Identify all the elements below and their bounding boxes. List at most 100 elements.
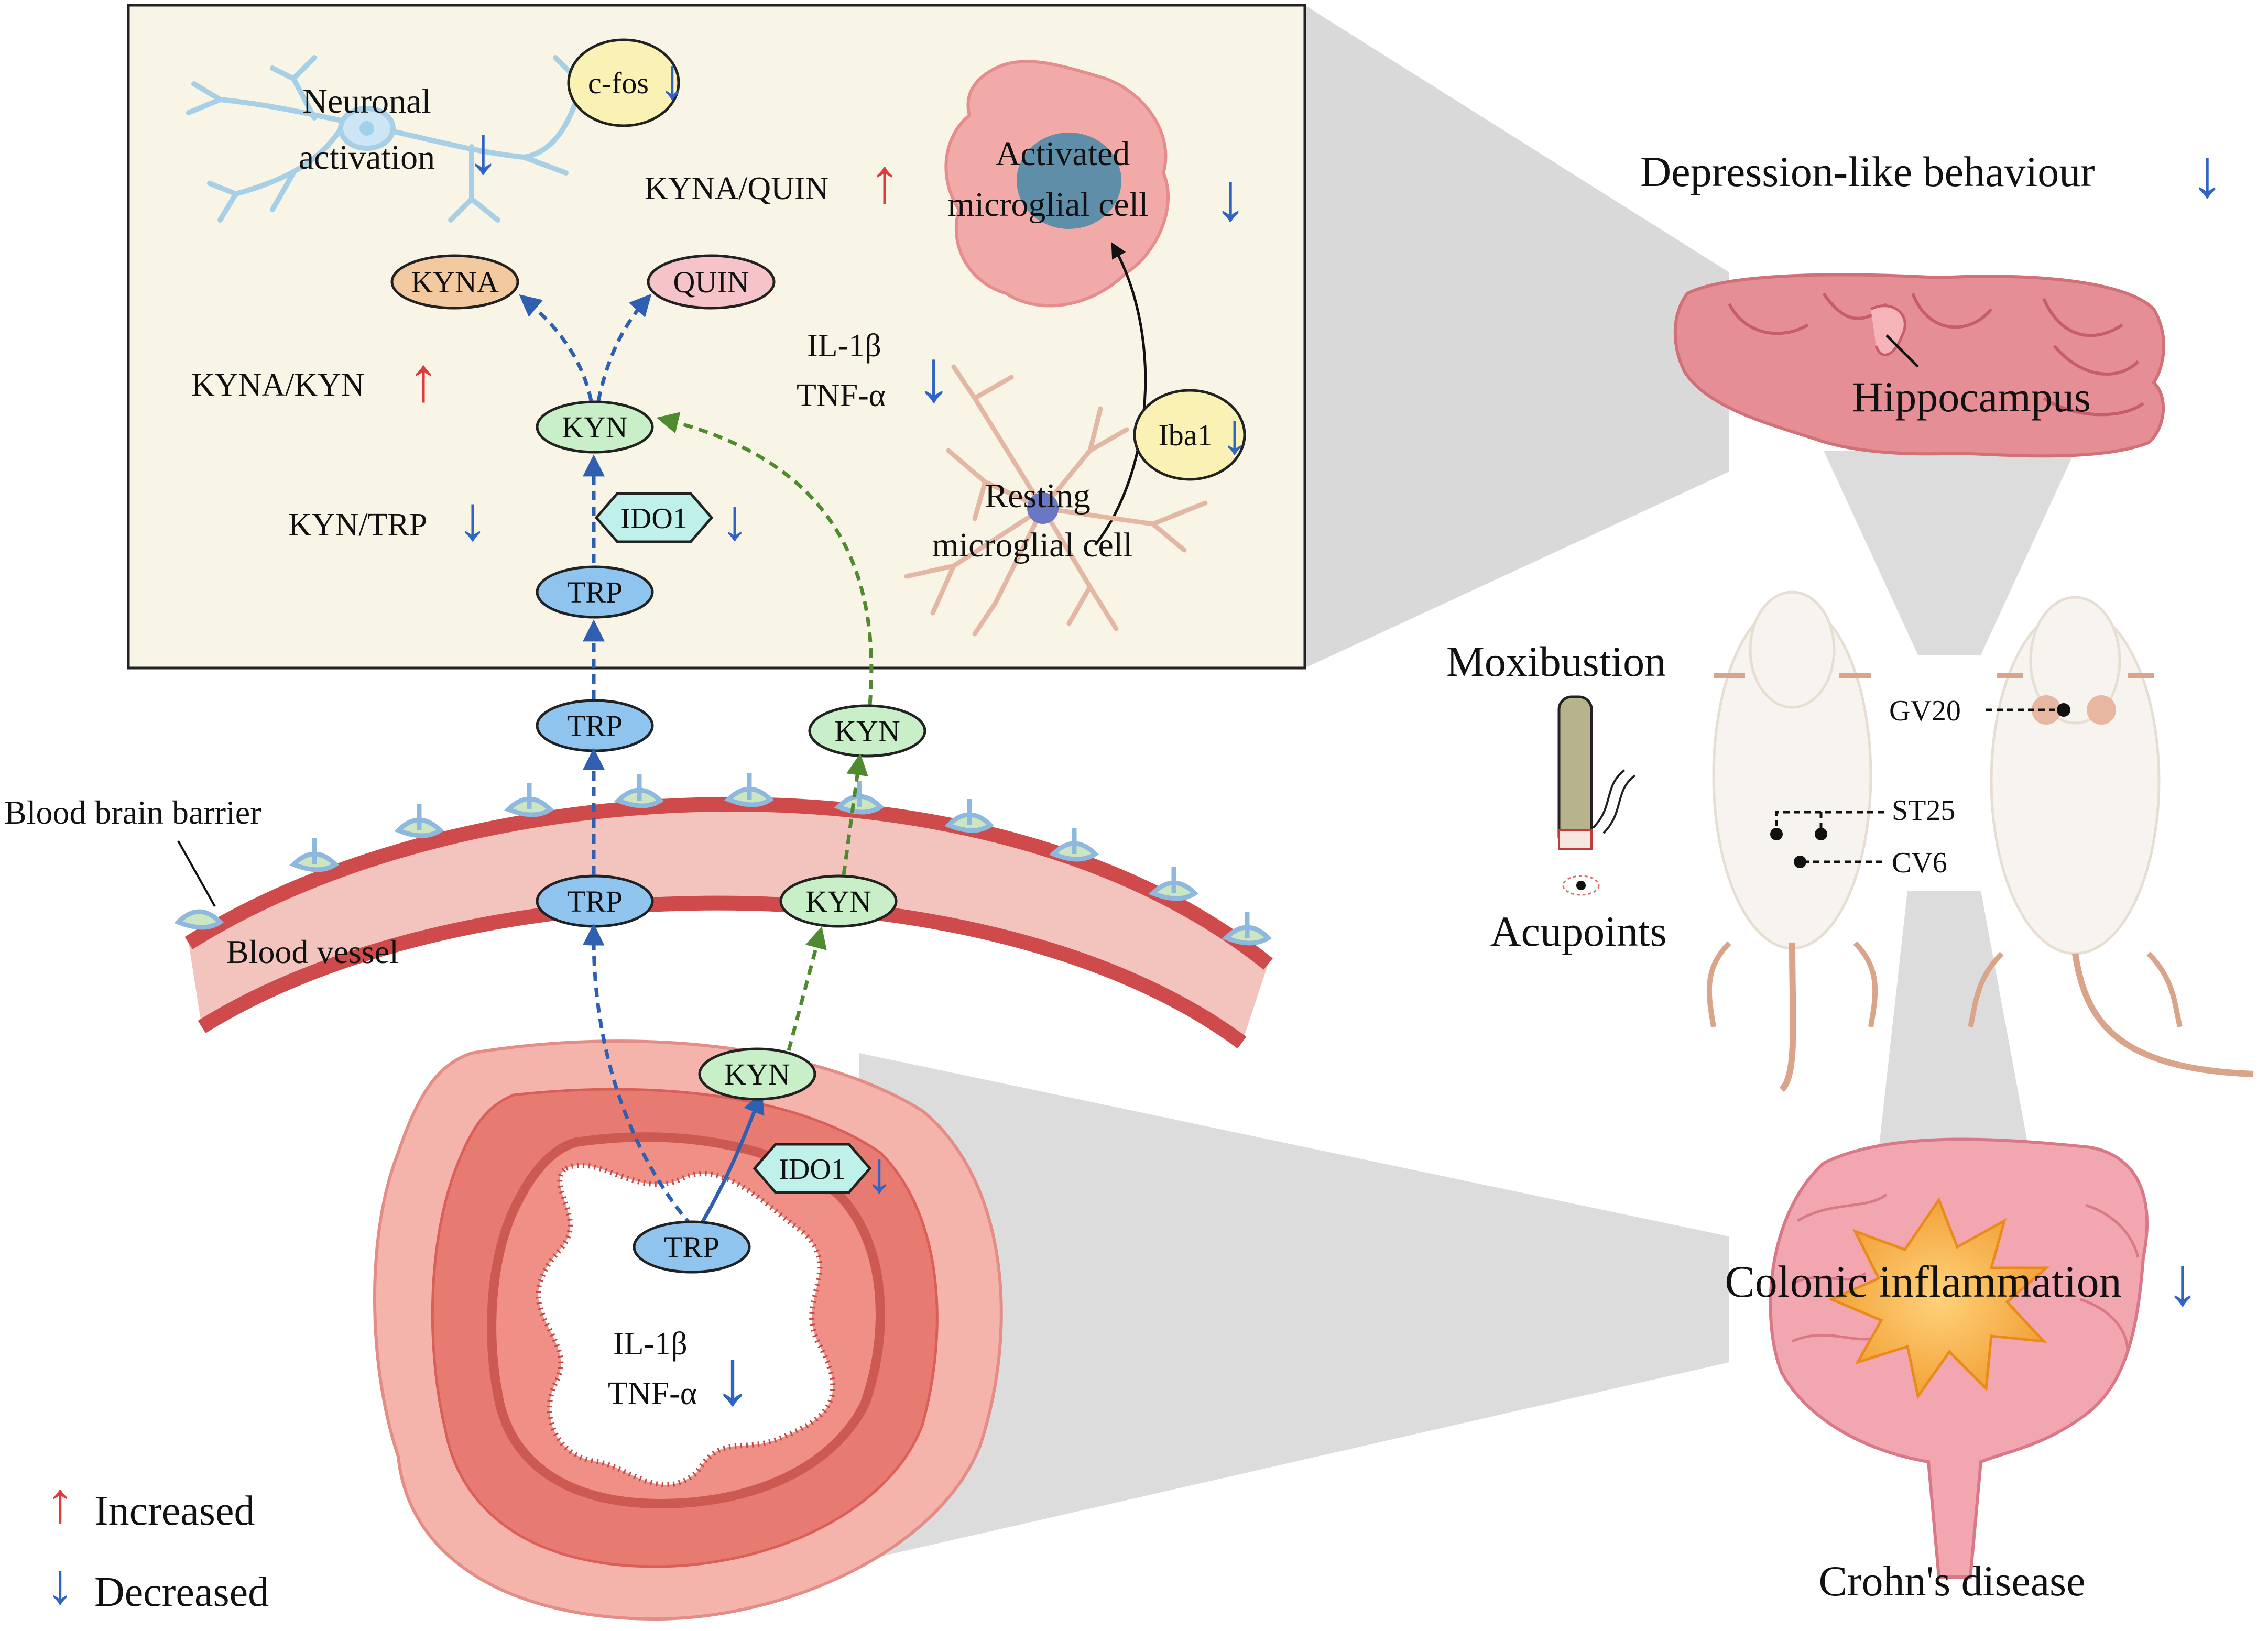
moxa-smoke xyxy=(1592,769,1636,834)
brain-kyn-node-label: KYN xyxy=(562,410,628,444)
projection-shadows xyxy=(859,5,2075,1561)
colon-kyn-node xyxy=(698,1047,816,1101)
brain-trp-node xyxy=(536,565,654,619)
resting-to-activated-arrow xyxy=(1094,242,1147,546)
gv20-label: GV20 xyxy=(1889,695,1961,727)
legend-increased-label: Increased xyxy=(94,1488,255,1534)
bbb-stalks xyxy=(312,773,1250,938)
brain-kyn-node xyxy=(536,400,654,454)
quin-node-label: QUIN xyxy=(673,265,749,299)
brain-to-mouse-shadow xyxy=(1824,451,2075,655)
moxibustion-label: Moxibustion xyxy=(1446,638,1666,685)
cv6-label: CV6 xyxy=(1892,847,1947,879)
brain-tnfa-label: TNF-α xyxy=(797,378,886,413)
blood-vessel-inner-line xyxy=(198,895,1247,1049)
colon-trp-node xyxy=(633,1220,751,1274)
acupoints-label: Acupoints xyxy=(1490,907,1666,955)
iba1-down-arrow: ↓ xyxy=(1220,402,1249,466)
kyna-quin-ratio-label: KYNA/QUIN xyxy=(645,171,828,206)
colon-trp-node-label: TRP xyxy=(664,1230,719,1264)
colon-organ-folds xyxy=(1791,1193,2140,1352)
neuron-illustration xyxy=(186,55,605,223)
colon-kyn-to-vessel-arrow xyxy=(787,926,827,1051)
colon-il1b-label: IL-1β xyxy=(613,1326,688,1362)
iba1-badge xyxy=(1133,389,1246,481)
colon-tnfa-label: TNF-α xyxy=(608,1376,697,1411)
blood-vessel-wall xyxy=(189,804,1268,1043)
colon-trp-to-vessel-arrow xyxy=(582,923,693,1228)
legend-decreased-label: Decreased xyxy=(94,1569,269,1615)
mice-illustration xyxy=(1706,590,2254,1092)
brain-folds xyxy=(1728,292,2144,417)
colon-trp-to-kyn-arrow xyxy=(695,1091,765,1232)
iba1-label: Iba1 xyxy=(1158,418,1212,452)
blood-vessel-outer-line xyxy=(184,797,1273,970)
brain-zoom-shadow xyxy=(1305,5,1729,668)
colon-kyn-node-label: KYN xyxy=(724,1057,790,1091)
kyn-to-quin-arrow xyxy=(596,293,652,401)
st25-dot-right xyxy=(1815,828,1827,840)
activated-microglia-label-1: Activated xyxy=(996,135,1130,173)
hippocampus-pointer-line xyxy=(1885,334,1919,368)
cv6-dot xyxy=(1794,856,1806,868)
cfos-badge xyxy=(567,38,680,127)
colon-lumen xyxy=(536,1162,836,1487)
colonic-inflammation-down-arrow: ↓ xyxy=(2166,1244,2200,1320)
trp-in-vessel-label: TRP xyxy=(567,884,623,918)
neuronal-activation-label-1: Neuronal xyxy=(302,82,431,121)
hippocampus-label: Hippocampus xyxy=(1852,373,2090,421)
brain-il1b-label: IL-1β xyxy=(807,328,881,364)
activated-microglia-label-2: microglial cell xyxy=(947,185,1148,224)
colon-ido1-label: IDO1 xyxy=(779,1153,846,1186)
kyn-above-barrier-label: KYN xyxy=(834,714,900,748)
brain-ido1-label: IDO1 xyxy=(620,502,688,535)
colon-zoom-shadow xyxy=(859,1053,1729,1561)
resting-microglia-label-2: microglial cell xyxy=(932,526,1132,564)
trp-above-barrier-label: TRP xyxy=(567,709,623,743)
mouse-right xyxy=(1968,596,2254,1077)
neuronal-activation-label-2: activation xyxy=(299,138,435,177)
colon-cytokine-down-arrow: ↓ xyxy=(713,1334,753,1421)
kyn-in-vessel-label: KYN xyxy=(805,884,871,918)
resting-microglia-label-1: Resting xyxy=(985,477,1091,515)
depression-down-arrow: ↓ xyxy=(2190,136,2225,212)
kyna-kyn-up-arrow: ↑ xyxy=(408,345,439,414)
cfos-label: c-fos xyxy=(588,66,649,100)
blood-vessel-label: Blood vessel xyxy=(226,933,399,970)
quin-node xyxy=(647,254,776,310)
crohns-label: Crohn's disease xyxy=(1819,1557,2086,1605)
kyna-kyn-ratio-label: KYNA/KYN xyxy=(191,367,365,403)
bbb-label: Blood brain barrier xyxy=(4,794,261,831)
st25-pointer xyxy=(1775,811,1884,833)
colon-ido1-down-arrow: ↓ xyxy=(865,1141,894,1205)
colon-ido1-hexagon xyxy=(753,1143,872,1194)
mouse-to-colon-shadow xyxy=(1876,891,2033,1174)
brain-cytokine-down-arrow: ↓ xyxy=(915,336,952,417)
colonic-inflammation-label: Colonic inflammation xyxy=(1725,1256,2121,1307)
neuronal-activation-down-arrow: ↓ xyxy=(466,113,500,188)
kyn-trp-ratio-label: KYN/TRP xyxy=(288,507,427,543)
kyna-quin-up-arrow: ↑ xyxy=(869,146,900,216)
resting-microglia-illustration xyxy=(904,364,1208,637)
depression-label: Depression-like behaviour xyxy=(1640,148,2095,195)
moxa-burning-tip xyxy=(1558,829,1593,850)
legend-increased-arrow: ↑ xyxy=(46,1471,75,1535)
kyn-to-kyna-arrow xyxy=(519,294,593,401)
legend-decreased-arrow: ↓ xyxy=(46,1552,75,1616)
moxa-stick xyxy=(1557,695,1593,850)
cfos-down-arrow: ↓ xyxy=(658,47,687,111)
activated-microglia-nucleus xyxy=(1017,133,1121,229)
brain-ido1-down-arrow: ↓ xyxy=(721,488,749,552)
st25-label: ST25 xyxy=(1892,794,1955,827)
kyn-into-brain-arrow xyxy=(656,412,874,705)
inflammation-burst xyxy=(1828,1197,2050,1400)
kyna-node xyxy=(390,254,519,310)
kyn-trp-down-arrow: ↓ xyxy=(457,484,488,553)
acupoint-dot-ring xyxy=(1562,875,1600,896)
bbb-pointer-line xyxy=(177,840,216,907)
hippocampus-shape xyxy=(1870,304,1906,356)
brain-illustration xyxy=(1673,273,2165,458)
brain-ido1-hexagon xyxy=(594,492,714,543)
st25-dot-left xyxy=(1770,828,1783,840)
